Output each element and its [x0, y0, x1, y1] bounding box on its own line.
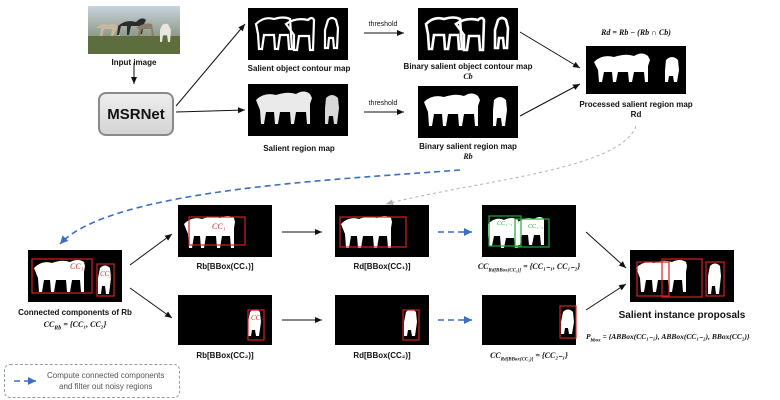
rb-bbox-cc2-image: [178, 295, 272, 345]
threshold-label-1: threshold: [368, 21, 398, 28]
rb-bbox-cc2-label: Rb[BBox(CC₂)]: [196, 351, 254, 360]
input-image-label: Input image: [111, 58, 157, 67]
binary-region-map-image: [418, 86, 518, 138]
processed-region-map-image: [586, 46, 686, 94]
rd-bbox-cc2-image: [335, 295, 429, 345]
solid-arrows: [129, 23, 627, 323]
connected-components-image: [28, 250, 122, 302]
contour-map-image: [248, 8, 348, 60]
box-label-cc12: CC₁₋₂: [528, 224, 544, 230]
processed-map-symbol: Rd: [630, 110, 642, 119]
msrnet-block: MSRNet: [98, 92, 174, 136]
salient-instance-image: [630, 250, 734, 302]
binary-region-symbol: Rb: [463, 152, 473, 161]
processed-map-label: Processed salient region map: [579, 100, 693, 109]
salient-instance-label: Salient instance proposals: [618, 310, 746, 321]
msrnet-label: MSRNet: [107, 105, 165, 123]
rd-bbox-cc1-label: Rd[BBox(CC₁)]: [353, 262, 411, 271]
gray-dashed-arrow: [385, 125, 637, 206]
rb-box-label-cc1: CC₁: [212, 222, 226, 231]
cc-rd-cc1-image: [482, 205, 576, 257]
binary-region-label: Binary salient region map: [419, 142, 517, 151]
dashed-blue-arrows: [14, 169, 472, 385]
region-map-label: Salient region map: [263, 144, 335, 153]
binary-contour-label: Binary salient object contour map: [403, 62, 533, 71]
connected-components-label: Connected components of Rb: [18, 308, 132, 317]
binary-contour-map-image: [418, 8, 518, 60]
rb-bbox-cc1-label: Rb[BBox(CC₁)]: [196, 262, 254, 271]
cc-rd-cc1-formula: CCRd[BBox(CC₁)] = {CC₁₋₁, CC₁₋₂}: [477, 262, 581, 274]
rb-bbox-cc1-image: [178, 205, 272, 257]
rd-formula: Rd = Rb − (Rb ∩ Cb): [601, 28, 671, 37]
contour-map-label: Salient object contour map: [247, 64, 351, 73]
threshold-label-2: threshold: [368, 100, 398, 107]
cc-rd-cc2-image: [482, 295, 577, 345]
rb-box-label-cc2: CC₂: [251, 314, 263, 322]
region-map-image: [248, 84, 348, 136]
cc-rb-formula: CCRb = {CC₁, CC₂}: [43, 320, 107, 332]
cc-rd-cc2-formula: CCRd[BBox(CC₂)] = {CC₂₋₁}: [490, 351, 568, 363]
box-label-cc2: CC₂: [100, 270, 112, 278]
rd-bbox-cc1-image: [335, 205, 429, 257]
rd-bbox-cc2-label: Rd[BBox(CC₂)]: [353, 351, 411, 360]
box-label-cc11: CC₁₋₁: [497, 221, 513, 227]
box-label-cc1: CC₁: [70, 262, 84, 271]
pbbox-formula: Pbbox = {ABBox(CC₁₋₁), ABBox(CC₁₋₂), BBo…: [586, 332, 750, 344]
binary-contour-symbol: Cb: [463, 72, 473, 81]
input-photo: [88, 6, 180, 54]
